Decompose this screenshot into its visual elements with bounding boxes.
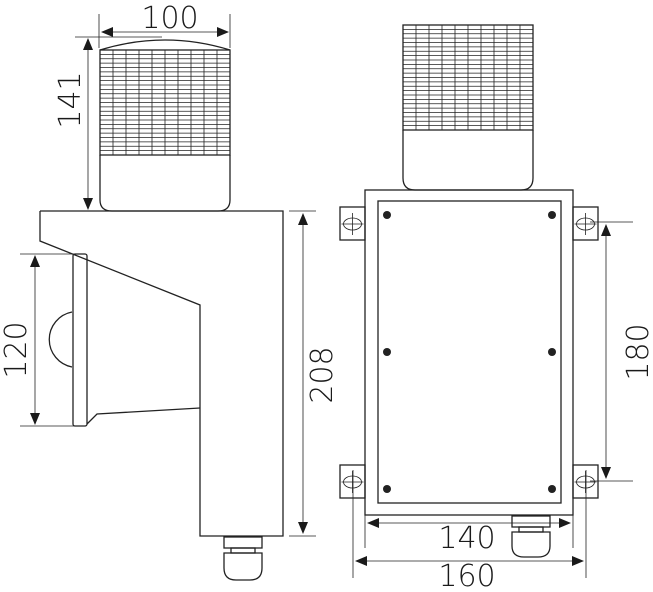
- dim-label-100: 100: [141, 1, 198, 36]
- housing-outer: [364, 189, 574, 516]
- front-view: 180 140 160: [339, 24, 653, 592]
- dim-120: 120: [0, 253, 80, 427]
- dim-label-160: 160: [438, 559, 495, 592]
- dim-180: 180: [590, 221, 653, 482]
- panel-screws: [383, 211, 556, 493]
- screw-icon: [548, 485, 556, 493]
- beacon-side: [99, 39, 231, 212]
- cable-gland-front: [511, 515, 551, 558]
- dim-100: 100: [98, 1, 231, 48]
- screw-icon: [548, 211, 556, 219]
- beacon-front: [402, 24, 534, 191]
- dim-label-120: 120: [0, 321, 34, 378]
- mounting-tab: [572, 206, 599, 241]
- bracket-housing: [39, 210, 284, 537]
- dim-141: 141: [53, 36, 162, 210]
- dim-160: 160: [352, 470, 587, 592]
- cable-gland-side: [223, 536, 263, 581]
- mounting-tab: [339, 464, 366, 499]
- front-panel: [377, 200, 562, 504]
- screw-icon: [548, 348, 556, 356]
- beacon-lens-ribs: [403, 25, 533, 130]
- dim-label-140: 140: [438, 521, 495, 556]
- mounting-tab: [339, 206, 366, 241]
- screw-icon: [383, 348, 391, 356]
- dim-label-180: 180: [621, 323, 653, 380]
- side-view: 100 141 120 208: [0, 1, 340, 581]
- mounting-tab: [572, 464, 599, 499]
- lens-dome: [48, 311, 73, 368]
- dim-208: 208: [289, 210, 340, 537]
- dim-label-141: 141: [53, 71, 88, 128]
- screw-icon: [383, 485, 391, 493]
- screw-icon: [383, 211, 391, 219]
- mounting-tabs: [339, 206, 599, 499]
- beacon-lens-ribs: [100, 50, 230, 155]
- dim-label-208: 208: [305, 346, 340, 403]
- dim-140: 140: [364, 515, 574, 556]
